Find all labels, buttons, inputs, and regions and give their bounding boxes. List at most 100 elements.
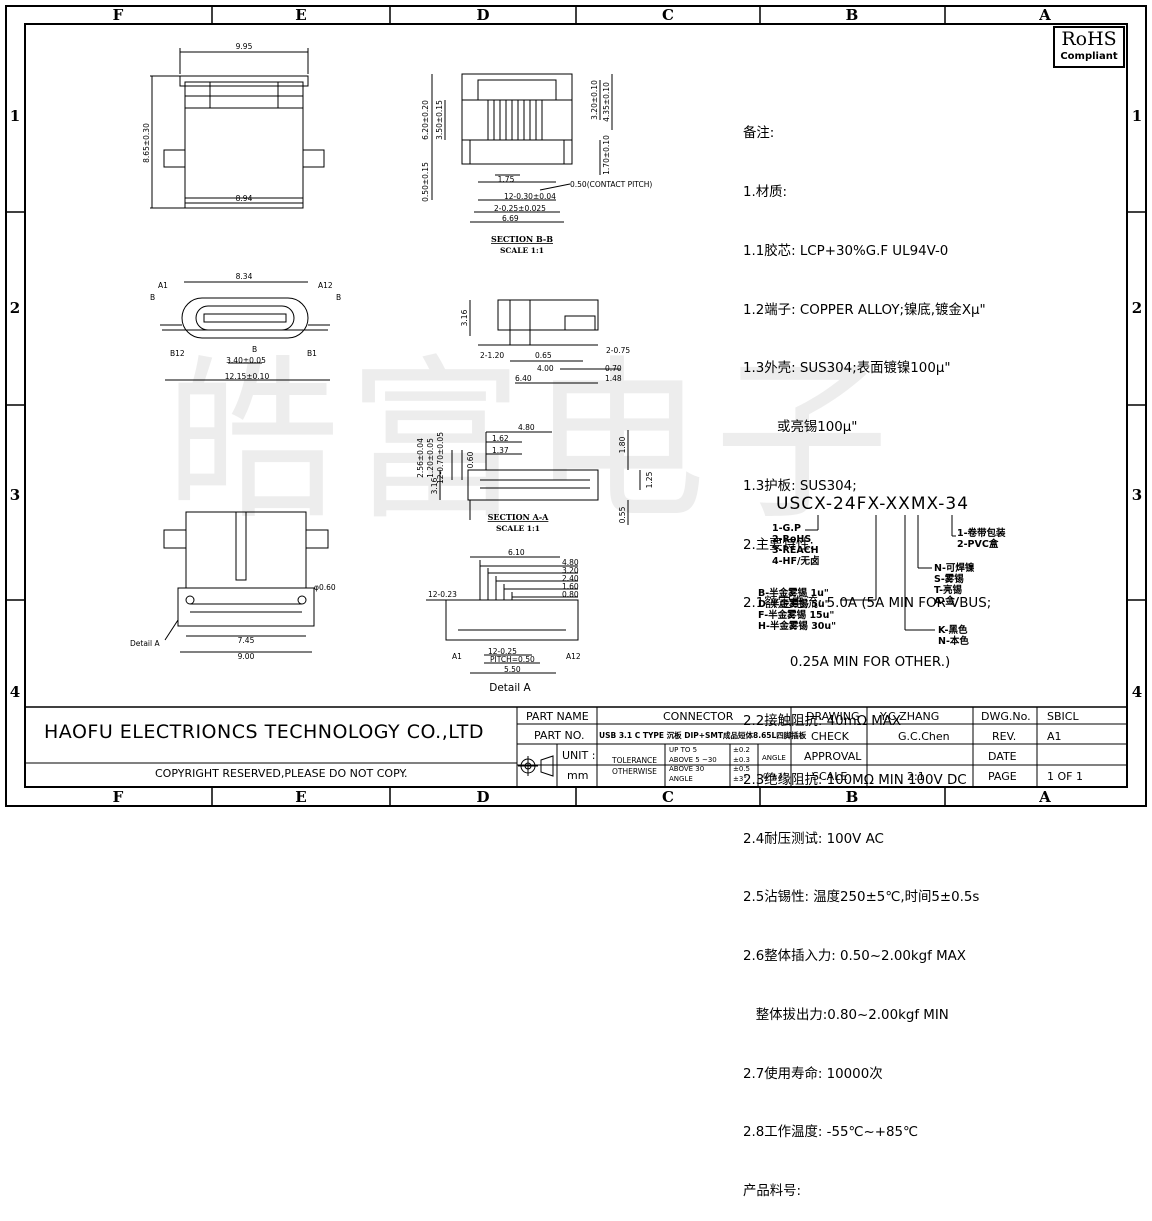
view-top-left — [150, 48, 325, 209]
zone-label: A — [1038, 788, 1051, 806]
tol-value: ±0.5 — [733, 765, 750, 773]
note-line: 2.6整体插入力: 0.50~2.00kgf MAX — [743, 949, 966, 965]
drawing-value: Y.C.ZHANG — [880, 710, 940, 723]
dim-label: 3.16 — [460, 309, 469, 326]
packaging-options: 1-卷带包装 2-PVC盒 — [957, 528, 1006, 550]
option-text: 3-REACH — [772, 545, 819, 556]
zone-label: B — [846, 788, 859, 806]
note-line: 1.3护板: SUS304; — [743, 478, 857, 494]
zone-label: 2 — [1132, 299, 1142, 317]
dim-label: 1.80 — [618, 436, 627, 453]
revision-options: 1-G.P 2-RoHS 3-REACH 4-HF/无卤 — [772, 523, 819, 567]
dim-label: 1.25 — [645, 471, 654, 488]
option-text: 1-G.P — [772, 523, 801, 534]
section-marker: B — [252, 345, 257, 354]
dim-label: 12-0.30±0.04 — [504, 192, 556, 201]
pin-label: A1 — [452, 652, 462, 661]
dwg-label: DWG.No. — [981, 710, 1031, 723]
zone-label: A — [1038, 6, 1051, 24]
dim-label: 0.50(CONTACT PITCH) — [570, 180, 652, 189]
dim-label: 1.62 — [492, 434, 509, 443]
view-front-face — [160, 281, 330, 381]
part-number-leaders — [805, 515, 956, 631]
view-section-aa — [439, 430, 641, 525]
title-block-grid — [25, 706, 1127, 787]
dim-label: 3.16 — [430, 477, 439, 494]
zone-label: 2 — [10, 299, 20, 317]
dim-label: 1.48 — [605, 374, 622, 383]
pin-label: A12 — [318, 281, 333, 290]
dim-label: 2-1.20 — [480, 351, 504, 360]
zone-label: C — [662, 6, 674, 24]
option-text: 4-HF/无卤 — [772, 556, 820, 567]
dim-label: 0.70 — [605, 364, 622, 373]
dim-label: 0.65 — [535, 351, 552, 360]
zone-label: 1 — [10, 107, 20, 125]
material-options: N-可焊镍 S-雾锡 T-亮锡 A-金 — [934, 563, 974, 607]
note-line: 备注: — [743, 126, 775, 142]
angle-value: 0°±3° — [763, 772, 787, 781]
note-line: 1.3外壳: SUS304;表面镀镍100μ" — [743, 361, 951, 377]
check-label: CHECK — [811, 730, 849, 743]
rohs-subtitle: Compliant — [1060, 51, 1118, 62]
dim-label: 2.56±0.04 — [416, 438, 425, 478]
dim-label: 7.45 — [238, 636, 255, 645]
tolerance-label: TOLERANCE — [612, 756, 658, 765]
dim-label: 3.50±0.15 — [435, 100, 444, 140]
drawing-sheet: F E D C B A F E D C B A 1 2 3 4 1 2 3 4 — [5, 5, 1147, 807]
dim-label: 4.00 — [537, 364, 554, 373]
page-label: PAGE — [988, 770, 1017, 783]
note-line: 1.1胶芯: LCP+30%G.F UL94V-0 — [743, 243, 949, 259]
view-section-bb — [431, 73, 613, 223]
view-detail-a — [426, 556, 579, 674]
dim-label: 12-0.25 — [488, 647, 517, 656]
zone-label: E — [295, 788, 306, 806]
option-text: S-雾锡 — [934, 574, 964, 585]
dim-label: 6.20±0.20 — [421, 100, 430, 140]
option-text: N-可焊镍 — [934, 563, 975, 574]
tolerance-ranges: UP TO 5 ABOVE 5 ~30 ABOVE 30 ANGLE — [669, 746, 717, 784]
dim-label: 0.50±0.15 — [421, 162, 430, 202]
tol-range: ANGLE — [669, 774, 693, 783]
dim-label: 2-0.75 — [606, 346, 630, 355]
zone-label: D — [476, 6, 489, 24]
dim-label: 4.80 — [518, 423, 535, 432]
dim-label: 1.75 — [498, 175, 515, 184]
dim-label: 9.00 — [238, 652, 255, 661]
dim-label: 1.37 — [492, 446, 509, 455]
pin-label: B1 — [307, 349, 317, 358]
watermark: 皓富电子 — [165, 341, 897, 544]
option-text: A-金 — [934, 596, 955, 607]
note-line: 整体拔出力:0.80~2.00kgf MIN — [743, 1007, 949, 1023]
tol-value: ±0.2 — [733, 746, 750, 754]
option-text: 2-RoHS — [772, 534, 812, 545]
section-marker: B — [336, 293, 341, 302]
note-line: 2.3绝缘阻抗: 100MΩ MIN 100V DC — [743, 772, 967, 788]
rev-value: A1 — [1047, 730, 1062, 743]
dim-label: 0.80 — [562, 590, 579, 599]
part-no-label: PART NO. — [534, 729, 585, 742]
rohs-title: RoHS — [1061, 28, 1117, 50]
note-line: 0.25A MIN FOR OTHER.) — [743, 655, 951, 671]
note-line: 2.4耐压测试: 100V AC — [743, 831, 884, 847]
dim-label: 12-0.23 — [428, 590, 457, 599]
pin-label: A1 — [158, 281, 168, 290]
zone-label: D — [476, 788, 489, 806]
part-no-value: USB 3.1 C TYPE 沉板 DIP+SMT成品短体8.65L四脚插板 — [599, 731, 807, 740]
note-line: 1.材质: — [743, 184, 788, 200]
zone-ticks — [6, 6, 1146, 806]
note-line: 2.8工作温度: -55℃~+85℃ — [743, 1125, 919, 1141]
plating-options: B-半金雾锡 1u" D-半金雾锡 5u" F-半金雾锡 15u" H-半金雾锡… — [758, 588, 836, 632]
dim-label: 0.55 — [618, 506, 627, 523]
dim-label: 3.20 — [562, 566, 579, 575]
dim-label: 8.34 — [236, 272, 253, 281]
tolerance-values: ±0.2 ±0.3 ±0.5 ±3° — [733, 746, 750, 784]
note-line: 2.2接触阻抗: 40mΩ MAX — [743, 714, 902, 729]
otherwise-label: OTHERWISE — [612, 767, 657, 776]
zone-label: 3 — [1132, 486, 1142, 504]
dim-label: 6.40 — [515, 374, 532, 383]
dim-label: 12.15±0.10 — [225, 372, 270, 381]
dim-label: 3.40±0.05 — [226, 356, 266, 365]
detail-label: Detail A — [130, 639, 160, 648]
option-text: F-半金雾锡 15u" — [758, 610, 835, 621]
